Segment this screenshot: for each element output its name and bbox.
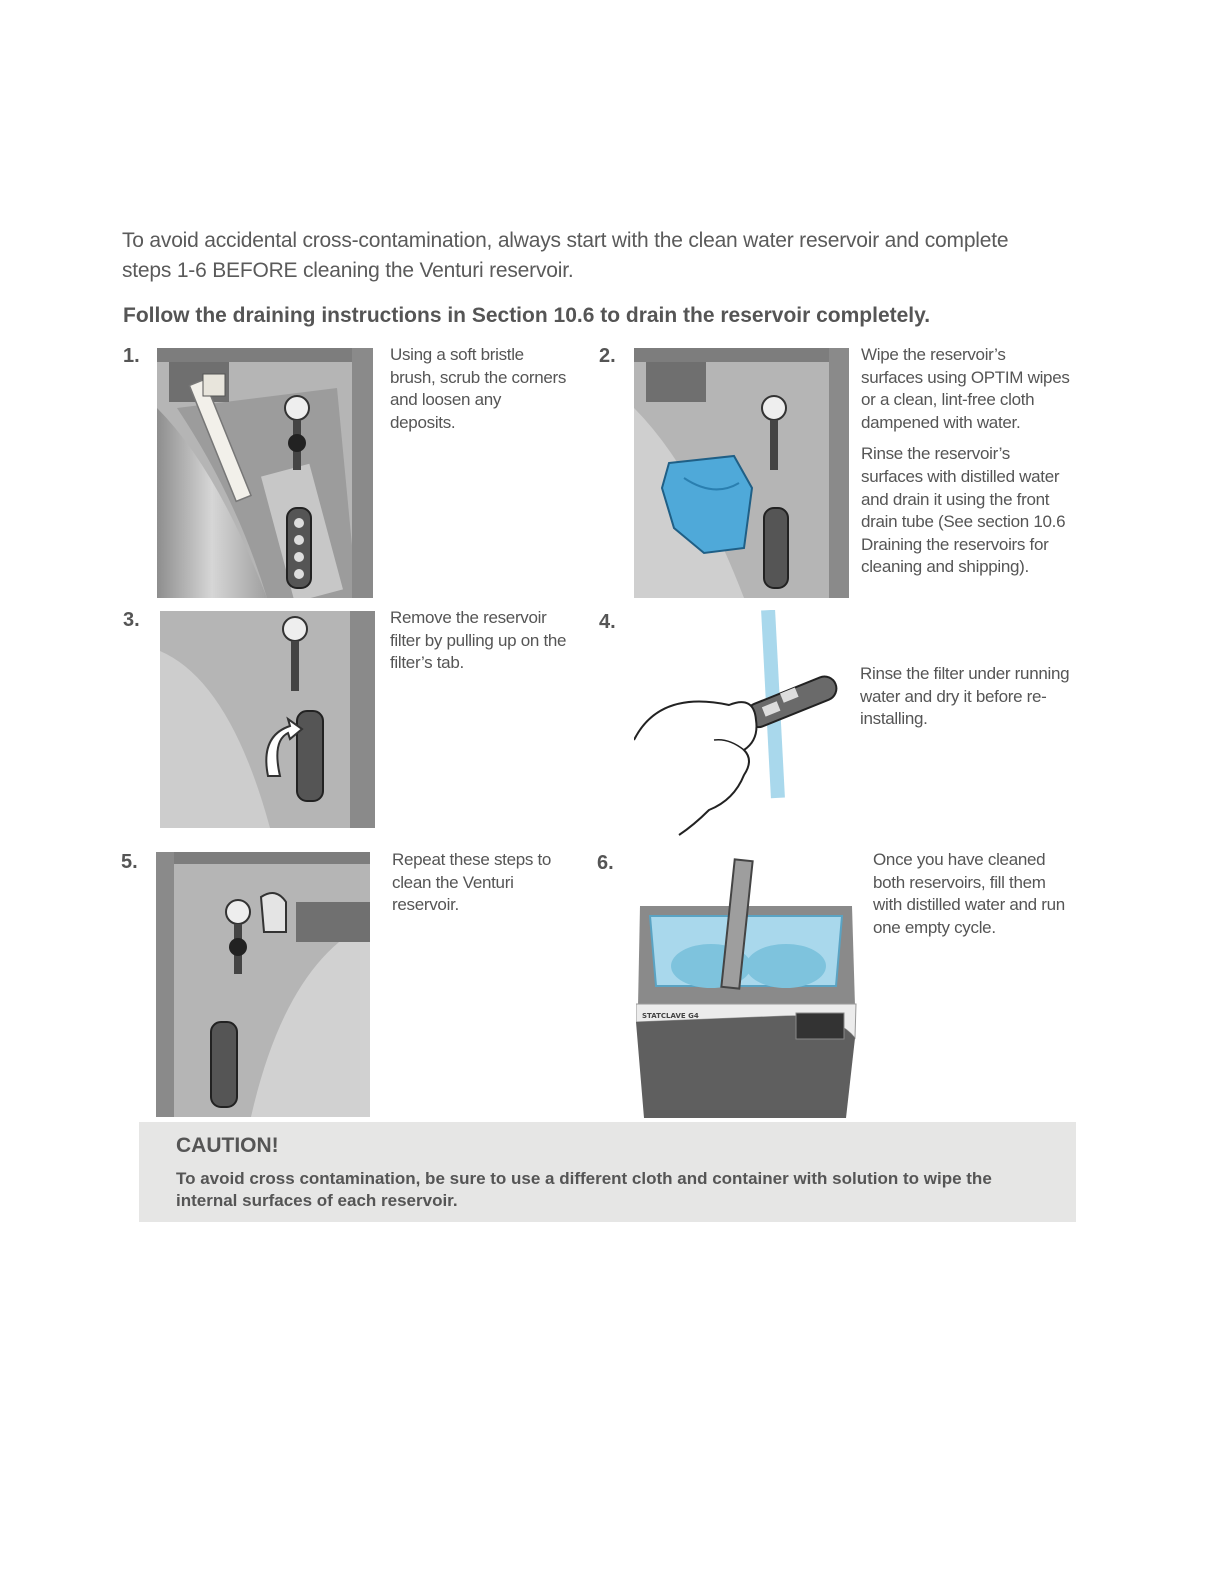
step-2-paragraph-1: Wipe the reservoir’s surfaces using OPTI…	[861, 345, 1070, 432]
step-5-paragraph: Repeat these steps to clean the Venturi …	[392, 850, 552, 915]
step-3-text: Remove the reservoir filter by pulling u…	[390, 607, 570, 684]
caution-title: CAUTION!	[176, 1134, 279, 1157]
step-2-paragraph-2: Rinse the reservoir’s surfaces with dist…	[861, 444, 1066, 577]
step-2-number: 2.	[599, 345, 616, 367]
step-4-illustration	[634, 610, 849, 850]
step-1-number: 1.	[123, 345, 140, 367]
step-6-illustration: STATCLAVE G4	[636, 856, 858, 1118]
step-4-paragraph: Rinse the filter under running water and…	[860, 664, 1070, 729]
step-1-paragraph: Using a soft bristle brush, scrub the co…	[390, 345, 567, 432]
caution-body: To avoid cross contamination, be sure to…	[176, 1169, 992, 1210]
step-4-text: Rinse the filter under running water and…	[860, 663, 1070, 740]
step-5-number: 5.	[121, 851, 138, 873]
step-5-text: Repeat these steps to clean the Venturi …	[392, 849, 562, 926]
caution-box	[139, 1122, 1076, 1222]
step-6-number: 6.	[597, 852, 614, 874]
step-5-illustration	[156, 852, 370, 1117]
step-4-number: 4.	[599, 611, 616, 633]
step-2-text: Wipe the reservoir’s surfaces using OPTI…	[861, 344, 1071, 588]
section-heading: Follow the draining instructions in Sect…	[123, 304, 931, 327]
step-6-text: Once you have cleaned both reservoirs, f…	[873, 849, 1073, 948]
step-3-paragraph: Remove the reservoir filter by pulling u…	[390, 608, 567, 673]
step-2-illustration	[634, 348, 849, 598]
device-brand-label: STATCLAVE G4	[642, 1012, 699, 1020]
step-6-paragraph: Once you have cleaned both reservoirs, f…	[873, 850, 1065, 937]
step-1-illustration	[157, 348, 373, 598]
step-3-number: 3.	[123, 609, 140, 631]
step-3-illustration	[160, 611, 375, 828]
intro-paragraph: To avoid accidental cross-contamination,…	[122, 229, 1009, 282]
step-1-text: Using a soft bristle brush, scrub the co…	[390, 344, 570, 443]
